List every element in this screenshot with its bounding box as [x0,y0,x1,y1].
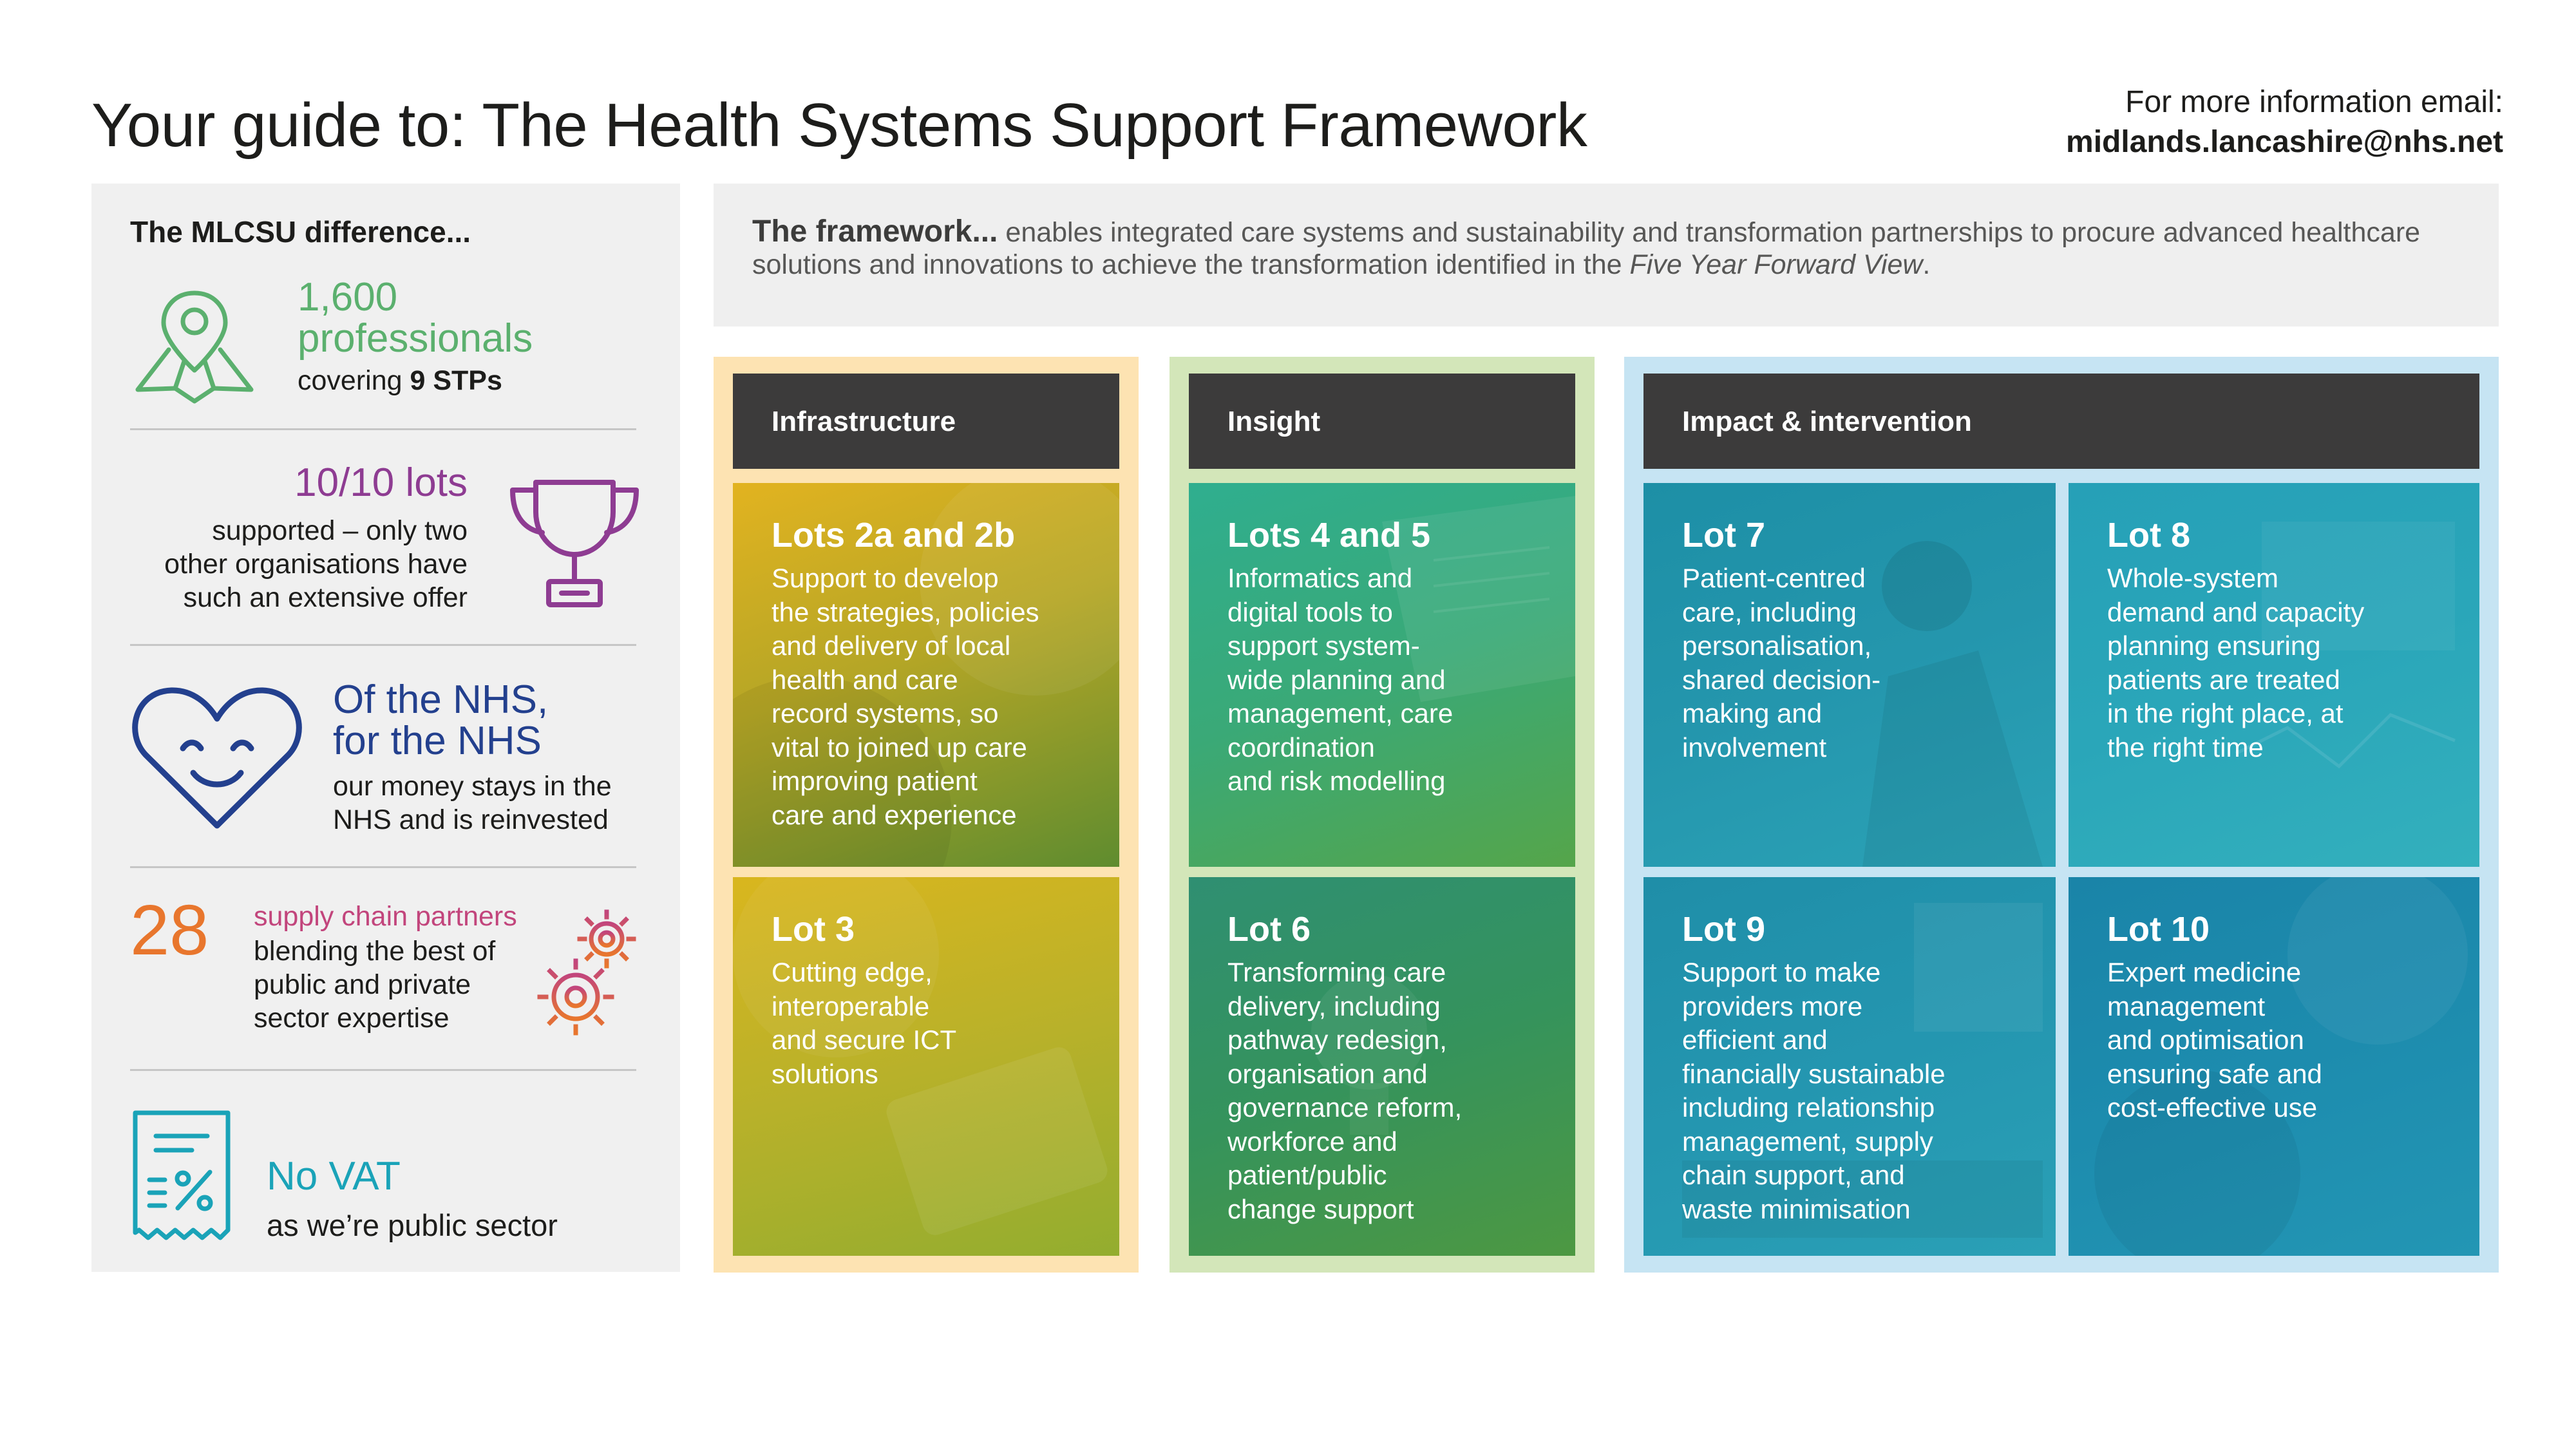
mlcsu-difference-panel: The MLCSU difference... 1,600 profession… [91,184,680,1272]
smiling-heart-icon [132,687,302,829]
stp-coverage-prefix: covering [298,365,410,396]
lot-tile-2a-2b[interactable]: Lots 2a and 2b Support to develop the st… [733,483,1119,867]
contact-email-link[interactable]: midlands.lancashire@nhs.net [2066,125,2503,159]
professionals-count: 1,600 professionals [298,275,533,361]
trophy-icon [510,480,639,607]
partners-desc: blending the best of public and private … [254,936,496,1034]
column-infrastructure: Infrastructure Lots 2a and 2b Support to… [714,357,1139,1273]
framework-description-box: The framework... enables integrated care… [714,184,2499,327]
lot-tile-4-5[interactable]: Lots 4 and 5 Informatics and digital too… [1189,483,1575,867]
map-pin-icon [135,290,254,404]
receipt-percent-icon [133,1110,231,1240]
divider [130,866,636,868]
lot-title: Lot 6 [1227,910,1311,949]
lot-tile-9[interactable]: Lot 9 Support to make providers more eff… [1643,877,2056,1256]
lot-description: Support to develop the strategies, polic… [772,563,1039,830]
tile-background-photo [1682,903,2043,1238]
partners-count: 28 [130,891,209,970]
lot-tile-8[interactable]: Lot 8 Whole-system demand and capacity p… [2069,483,2479,867]
tile-background-photo [1862,541,2043,867]
tile-background-photo [1382,496,1575,702]
divider [130,1069,636,1071]
column-title: Impact & intervention [1682,406,1972,437]
lot-title: Lot 3 [772,910,855,949]
nhs-tagline: Of the NHS, for the NHS [333,677,549,763]
no-vat-desc: as we’re public sector [267,1208,558,1242]
column-title: Infrastructure [772,406,956,437]
lot-tile-6[interactable]: Lot 6 Transforming care delivery, includ… [1189,877,1575,1256]
lot-title: Lot 8 [2107,516,2190,554]
divider [130,644,636,646]
column-insight: Insight Lots 4 and 5 Informatics and dig… [1170,357,1595,1273]
lot-title: Lots 2a and 2b [772,516,1016,554]
partners-label: supply chain partners [254,901,517,932]
lot-title: Lot 10 [2107,910,2210,949]
tile-background-photo [2235,522,2456,769]
stp-coverage-count: 9 STPs [410,365,502,396]
column-impact-intervention: Impact & intervention Lot 7 Patient-cent… [1624,357,2499,1273]
framework-body: enables integrated care systems and sust… [752,217,2421,280]
tile-background-photo [733,483,1119,867]
divider [130,428,636,430]
framework-reference: Five Year Forward View [1629,249,1923,280]
lots-supported: 10/10 lots [294,460,468,505]
page-title: Your guide to: The Health Systems Suppor… [91,91,1587,160]
lot-description: Expert medicine management and optimisat… [2107,957,2322,1122]
lot-description: Patient-centred care, including personal… [1682,563,1881,762]
panel-heading: The MLCSU difference... [130,215,471,249]
stp-coverage: covering 9 STPs [298,364,502,397]
column-header-insight: Insight [1189,374,1575,469]
framework-end: . [1922,249,1931,280]
contact-info: For more information email: midlands.lan… [2066,82,2503,162]
lot-description: Whole-system demand and capacity plannin… [2107,563,2365,762]
tile-background-photo [733,877,1108,1235]
lot-description: Cutting edge, interoperable and secure I… [772,957,957,1089]
lot-title: Lot 7 [1682,516,1765,554]
column-header-impact: Impact & intervention [1643,374,2479,469]
tile-background-photo [1311,974,1427,1135]
tile-background-photo [2094,877,2468,1256]
lots-supported-desc: supported – only two other organisations… [164,515,468,613]
framework-description: The framework... enables integrated care… [752,216,2465,281]
framework-lead: The framework... [752,214,998,249]
gears-icon [537,909,636,1036]
no-vat-heading: No VAT [267,1154,401,1198]
nhs-tagline-desc: our money stays in the NHS and is reinve… [333,771,612,835]
lot-description: Transforming care delivery, including pa… [1227,957,1463,1224]
column-header-infrastructure: Infrastructure [733,374,1119,469]
lot-tile-3[interactable]: Lot 3 Cutting edge, interoperable and se… [733,877,1119,1256]
lot-tile-7[interactable]: Lot 7 Patient-centred care, including pe… [1643,483,2056,867]
contact-label: For more information email: [2125,85,2503,119]
lot-title: Lot 9 [1682,910,1765,949]
lot-tile-10[interactable]: Lot 10 Expert medicine management and op… [2069,877,2479,1256]
lot-description: Informatics and digital tools to support… [1227,563,1454,796]
column-title: Insight [1227,406,1321,437]
lot-description: Support to make providers more efficient… [1682,957,1946,1224]
lot-title: Lots 4 and 5 [1227,516,1431,554]
